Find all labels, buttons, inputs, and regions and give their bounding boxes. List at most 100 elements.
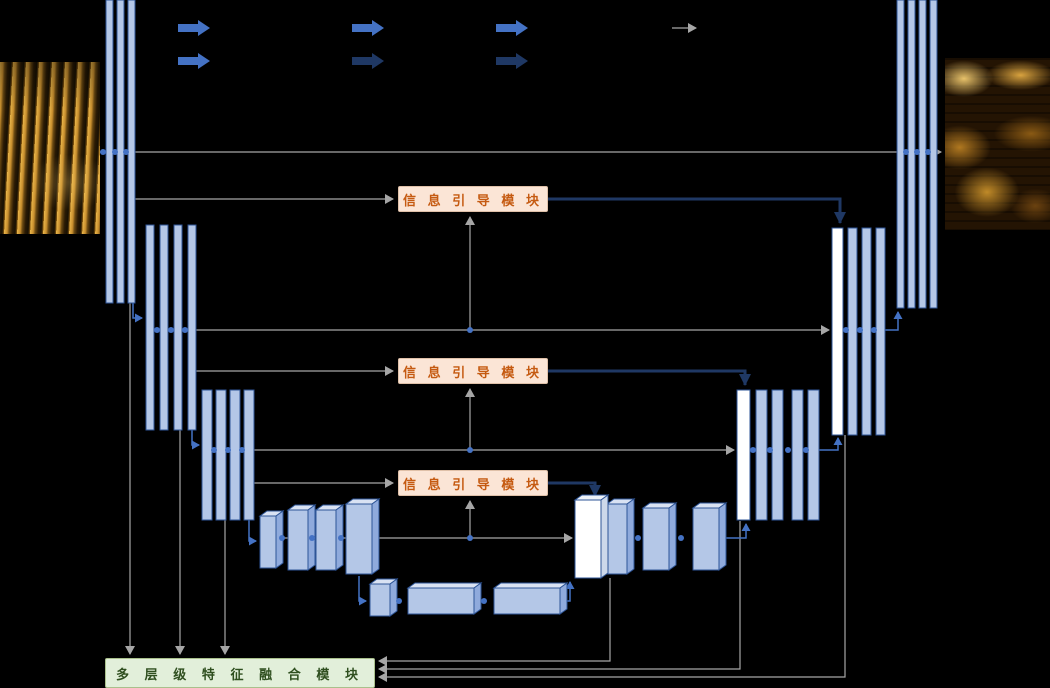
guidance-tap-dot [467,327,473,333]
block-front-face [345,503,373,575]
conv-arrow-dot [767,447,773,453]
block-side-face [718,502,727,571]
guidance-tap-dot [467,535,473,541]
information-guidance-module-2: 信 息 引 导 模 块 [398,358,548,384]
conv-arrow-dot [168,327,174,333]
block-top-face [406,582,483,589]
guidance-module-1-label: 信 息 引 导 模 块 [402,192,544,208]
fusion-line-decoder-level3 [378,521,741,674]
conv-layer-bar [105,0,114,304]
block-top-face [492,582,569,589]
feature-block [641,502,678,571]
conv-arrow-dot [785,447,791,453]
conv-layer-bar [229,389,241,521]
feature-block [314,504,345,571]
conv-arrow-dot [871,327,877,333]
decoder-level3-layers [736,389,820,521]
bottleneck-blocks [368,578,569,617]
block-front-face [315,509,337,571]
upsampled-layer-bar [736,389,751,521]
encoder-level1-layers [105,0,136,304]
conv-layer-bar [918,0,927,309]
legend-pool-arrow-icon [352,20,384,36]
conv-layer-bar [896,0,905,309]
guidance-output-connections [548,197,846,497]
block-front-face [369,583,391,617]
conv-arrow-dot [123,149,129,155]
conv-op-dots [100,149,931,604]
conv-layer-bar [875,227,886,436]
guidance3-output-arrow [548,481,601,497]
conv-layer-bar [187,224,197,431]
conv-arrow-dot [396,598,402,604]
block-side-face [626,498,635,575]
block-side-face [668,502,677,571]
conv-layer-bar [791,389,804,521]
conv-arrow-dot [857,327,863,333]
conv-arrow-dot [239,447,245,453]
downsample-arrow-l4-l5 [358,576,367,606]
block-side-face [600,494,609,579]
conv-layer-bar [127,0,136,304]
information-guidance-module-3: 信 息 引 导 模 块 [398,470,548,496]
block-front-face [407,587,475,615]
conv-arrow-dot [338,535,344,541]
conv-arrow-dot [635,535,641,541]
encoder-level2-layers [145,224,197,431]
guidance-input-connections [135,194,475,538]
conv-layer-bar [159,224,169,431]
feature-block [691,502,728,571]
guidance-tap-dot [467,447,473,453]
guidance1-output-arrow [548,197,846,224]
block-front-face [606,503,628,575]
conv-layer-bar [145,224,155,431]
conv-arrow-dot [279,535,285,541]
legend-conv-arrow-icon [178,20,210,36]
decoder-level4-blocks [573,494,728,579]
conv-arrow-dot [309,535,315,541]
conv-arrow-dot [154,327,160,333]
conv-layer-bar [929,0,938,309]
guidance2-output-arrow [548,369,751,386]
conv-arrow-dot [112,149,118,155]
fusion-module-label: 多 层 级 特 征 融 合 模 块 [116,666,364,682]
upsampled-feature-block [573,494,610,579]
conv-arrow-dot [925,149,931,155]
upsample-arrow-l4-l3 [719,523,751,539]
conv-arrow-dot [843,327,849,333]
feature-block [605,498,636,575]
conv-layer-bar [243,389,255,521]
conv-layer-bar [215,389,227,521]
legend-conv-arrow-icon [178,53,210,69]
guidance-module-3-label: 信 息 引 导 模 块 [402,476,544,492]
conv-layer-bar [755,389,768,521]
conv-arrow-dot [225,447,231,453]
downsample-arrow-l2-l3 [191,430,200,450]
conv-arrow-dot [750,447,756,453]
downsample-arrow-l3-l4 [248,520,257,546]
block-front-face [692,507,720,571]
skip-connections [100,147,942,543]
downsample-arrow-l1-l2 [132,303,143,323]
block-side-face [389,578,398,617]
conv-layer-bar [807,389,820,521]
upsample-arrow-l3-l2 [819,437,843,451]
conv-layer-bar [861,227,872,436]
conv-layer-bar [771,389,784,521]
conv-arrow-dot [182,327,188,333]
block-front-face [493,587,561,615]
feature-block [492,582,569,615]
multilevel-feature-fusion-module: 多 层 级 特 征 融 合 模 块 [105,658,375,688]
fusion-line-decoder-level2 [378,435,846,682]
block-side-face [559,582,568,615]
encoder-level4-blocks [258,498,381,575]
block-front-face [642,507,670,571]
block-front-face [574,499,602,579]
conv-arrow-dot [903,149,909,155]
legend-upsample-arrow-icon [496,20,528,36]
legend-guidance-arrow-icon [496,53,528,69]
encoder-level3-layers [201,389,255,521]
block-side-face [371,498,380,575]
conv-arrow-dot [100,149,106,155]
